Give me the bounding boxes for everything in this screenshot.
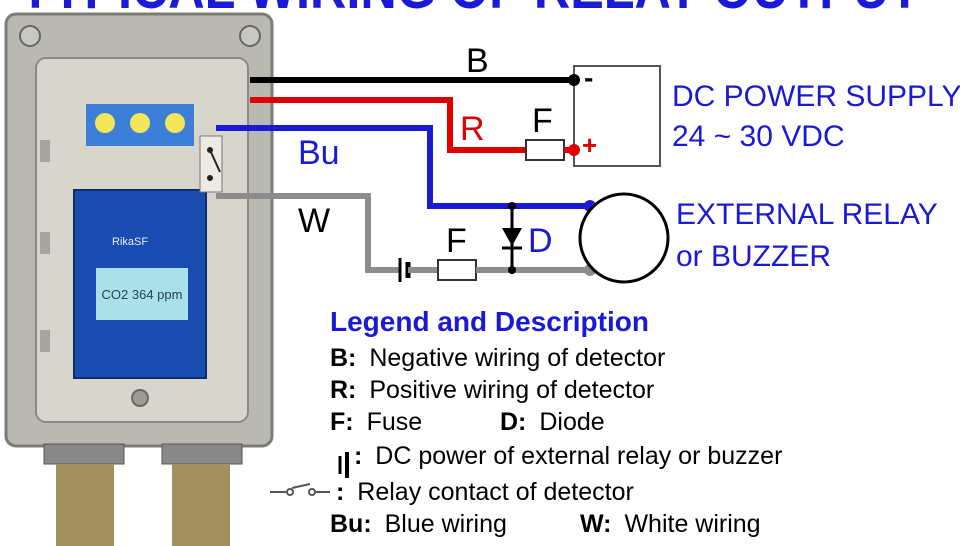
diode-label: D [528,222,553,260]
legend-key-b: B: [330,344,357,372]
power-supply-voltage: 24 ~ 30 VDC [672,120,845,153]
dc-battery-symbol [394,258,438,282]
power-minus-label: - [584,62,594,93]
legend-key-d: D: [500,408,527,436]
legend-row-w: W: White wiring [580,510,761,539]
wire-label-r: R [460,110,485,148]
relay-contact-block [199,135,223,193]
white-wire-w [216,193,394,273]
legend-key-rc: : [336,478,345,506]
sensor-probe-left [56,464,114,546]
screw-top-right [239,25,261,47]
fuse-label-1: F [532,102,553,140]
power-plus-label: + [582,130,598,160]
wire-label-bu: Bu [298,134,340,172]
legend-text-dc: DC power of external relay or buzzer [375,442,783,470]
legend-text-r: Positive wiring of detector [369,376,655,404]
legend-row-r: R: Positive wiring of detector [330,376,654,405]
device-lcd-readout: CO2 364 ppm [96,268,188,320]
legend-text-b: Negative wiring of detector [369,344,666,372]
fuse-red-line [525,139,565,161]
legend-title: Legend and Description [330,306,649,337]
legend-key-r: R: [330,376,357,404]
legend-row-dc: : DC power of external relay or buzzer [354,442,782,471]
legend-row-d: D: Diode [500,408,605,437]
fuse-white-line [437,259,477,281]
wire-label-b: B [466,42,489,80]
legend-text-w: White wiring [624,510,761,538]
led-indicator-1 [95,113,115,133]
sensor-probe-right [172,464,230,546]
legend-text-d: Diode [539,408,605,436]
legend-key-bu: Bu: [330,510,372,538]
device-brand-label: RikaSF [112,236,149,248]
led-indicator-3 [165,113,185,133]
legend-key-f: F: [330,408,354,436]
legend-row-b: B: Negative wiring of detector [330,344,665,373]
legend-text-rc: Relay contact of detector [357,478,634,506]
legend-relay-contact-icon [270,483,330,496]
power-supply-title: DC POWER SUPPLY [672,80,960,113]
legend-key-dc: : [354,442,363,470]
red-wire-r [250,97,526,153]
reset-button [131,389,149,407]
dc-power-supply-box [573,65,661,167]
relay-title: EXTERNAL RELAY [676,198,938,231]
external-relay-coil [578,192,670,284]
legend-dc-power-icon [338,452,349,478]
wire-label-w: W [298,202,331,240]
legend-row-f: F: Fuse [330,408,422,437]
legend-row-rc: : Relay contact of detector [336,478,634,507]
detector-device [4,12,274,546]
legend-row-bu: Bu: Blue wiring [330,510,507,539]
diode-symbol [502,202,522,274]
screw-top-left [19,25,41,47]
legend-text-bu: Blue wiring [384,510,507,538]
fuse-label-2: F [446,222,467,260]
relay-subtitle: or BUZZER [676,240,832,273]
legend-text-f: Fuse [366,408,423,436]
led-indicator-2 [130,113,150,133]
legend-key-w: W: [580,510,612,538]
